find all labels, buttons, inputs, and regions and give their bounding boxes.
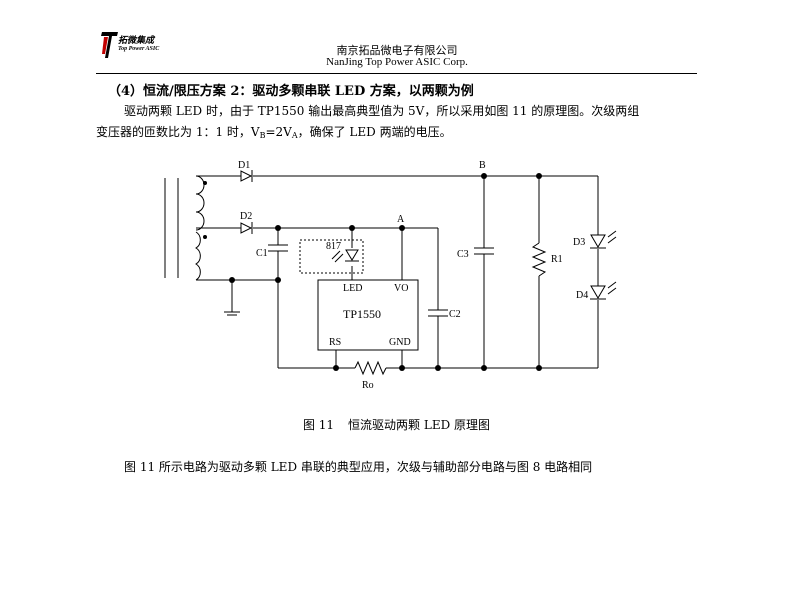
- label-r1: R1: [551, 254, 563, 265]
- diode-d2: [240, 222, 253, 234]
- label-node-b: B: [479, 160, 486, 171]
- paragraph-line-2: 变压器的匝数比为 1：1 时，VB=2VA，确保了 LED 两端的电压。: [96, 122, 700, 143]
- paragraph-line-2-mid: =2V: [265, 125, 292, 139]
- label-pin-led: LED: [343, 283, 362, 294]
- label-pin-vo: VO: [394, 283, 408, 294]
- label-c1: C1: [256, 248, 268, 259]
- subscript-b: B: [259, 131, 266, 140]
- label-pin-rs: RS: [329, 337, 341, 348]
- label-d1: D1: [238, 160, 250, 171]
- label-c2: C2: [449, 309, 461, 320]
- label-node-a: A: [397, 214, 405, 225]
- label-ro: Ro: [362, 380, 374, 391]
- figure-title: 恒流驱动两颗 LED 原理图: [348, 418, 491, 432]
- header-company-en: NanJing Top Power ASIC Corp.: [326, 56, 468, 68]
- note-paragraph: 图 11 所示电路为驱动多颗 LED 串联的典型应用，次级与辅助部分电路与图 8…: [124, 460, 593, 474]
- header-company-cn: 南京拓品微电子有限公司: [336, 44, 458, 57]
- body-paragraph: 驱动两颗 LED 时，由于 TP1550 输出最高典型值为 5V，所以采用如图 …: [96, 101, 700, 143]
- label-d3: D3: [573, 237, 585, 248]
- subscript-a: A: [291, 131, 298, 140]
- figure-number: 图 11: [302, 418, 335, 432]
- label-d4: D4: [576, 290, 588, 301]
- figure-caption: 图 11 恒流驱动两颗 LED 原理图: [0, 416, 793, 433]
- paragraph-line-2-start: 变压器的匝数比为 1：1 时，V: [96, 125, 260, 139]
- logo-chinese-text: 拓微集成: [118, 36, 155, 46]
- label-c3: C3: [457, 249, 469, 260]
- diode-d1: [240, 170, 253, 182]
- junction-dots: [229, 173, 542, 371]
- header-rule: [96, 73, 697, 74]
- label-pin-gnd: GND: [389, 337, 411, 348]
- led-d3: [590, 230, 617, 249]
- optocoupler-led: [331, 249, 359, 263]
- section-title: （4）恒流/限压方案 2：驱动多颗串联 LED 方案，以两颗为例: [108, 84, 474, 99]
- label-d2: D2: [240, 211, 252, 222]
- company-logo-mark: [101, 32, 118, 58]
- label-optocoupler: 817: [326, 241, 341, 252]
- logo-english-text: Top Power ASIC: [118, 46, 160, 52]
- paragraph-line-2-end: ，确保了 LED 两端的电压。: [297, 125, 452, 139]
- led-d4: [590, 281, 617, 300]
- label-chip: TP1550: [343, 307, 381, 321]
- paragraph-line-1: 驱动两颗 LED 时，由于 TP1550 输出最高典型值为 5V，所以采用如图 …: [124, 104, 640, 118]
